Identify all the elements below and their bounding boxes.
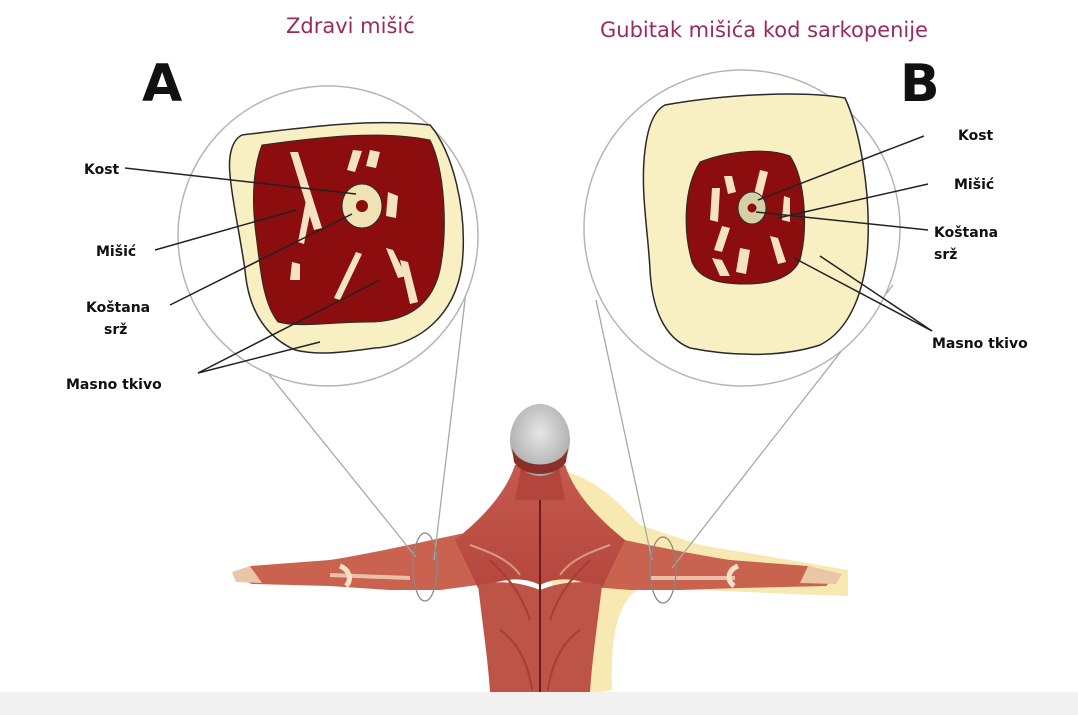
label-bone-b: Kost	[958, 126, 993, 148]
label-marrow-a-line1: Koštana	[86, 298, 150, 320]
label-fat-b: Masno tkivo	[932, 334, 1028, 356]
label-muscle-b: Mišić	[954, 175, 994, 197]
label-marrow-b-line1: Koštana	[934, 223, 998, 245]
label-marrow-b-line2: srž	[934, 245, 957, 267]
left-arm	[236, 532, 478, 590]
marrow-b	[748, 204, 757, 213]
label-bone-a: Kost	[84, 160, 119, 182]
label-marrow-a-line2: srž	[104, 320, 127, 342]
label-fat-a: Masno tkivo	[66, 375, 162, 397]
cross-section-healthy	[178, 86, 478, 386]
cross-section-sarcopenia	[584, 70, 900, 386]
marrow-a	[356, 200, 368, 212]
bottom-band	[0, 692, 1078, 715]
label-muscle-a: Mišić	[96, 242, 136, 264]
human-body-back-view	[232, 404, 848, 692]
